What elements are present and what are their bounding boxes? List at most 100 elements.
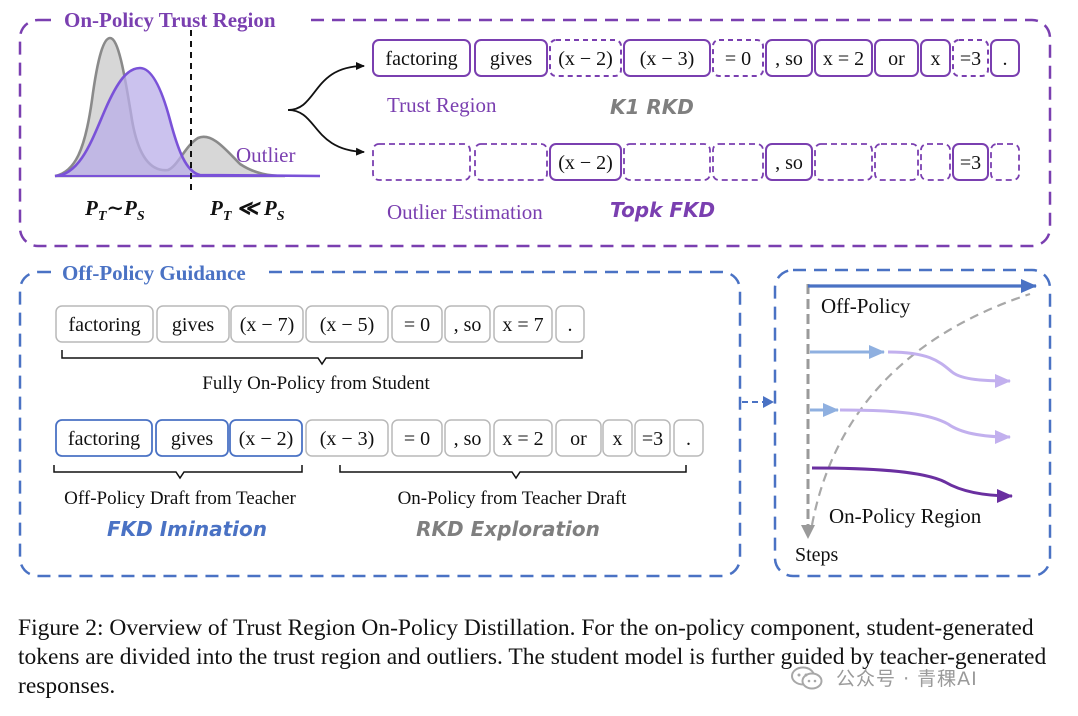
k1-rkd-label: K1 RKD	[610, 95, 694, 119]
token-box	[623, 39, 711, 77]
token-text: , so	[454, 314, 482, 336]
top-panel-frame	[18, 18, 1052, 248]
token-box	[55, 419, 153, 457]
student-brace	[61, 350, 583, 366]
token-text: (x − 2)	[239, 428, 294, 450]
token-box	[920, 39, 951, 77]
trust-region-label: Trust Region	[387, 93, 497, 117]
token-box	[814, 39, 873, 77]
token-box	[156, 305, 230, 343]
token-box	[391, 419, 443, 457]
token-box	[372, 39, 471, 77]
trajectory-3-onpolicy	[811, 466, 1013, 503]
token-box	[230, 305, 304, 343]
token-box	[444, 305, 491, 343]
token-text: factoring	[68, 428, 140, 450]
pt-ll-ps-label: PT ≪ PS	[209, 196, 285, 224]
token-box	[673, 419, 704, 457]
token-box	[444, 419, 491, 457]
token-text: x = 2	[502, 428, 543, 450]
left-panel-frame	[18, 270, 742, 578]
token-text: x = 2	[823, 48, 864, 70]
token-box	[229, 419, 303, 457]
token-box	[474, 39, 548, 77]
wechat-icon	[791, 666, 823, 689]
right-panel-frame	[773, 268, 1052, 578]
token-box	[634, 419, 671, 457]
token-text: gives	[172, 314, 214, 336]
token-box	[555, 305, 585, 343]
teacher-draft-brace	[53, 465, 303, 480]
token-text: x	[613, 428, 623, 450]
top-panel-title: On-Policy Trust Region	[64, 8, 276, 32]
student-distribution-line	[54, 66, 321, 178]
branch-arrows	[287, 62, 365, 156]
token-box	[305, 305, 389, 343]
token-text: gives	[171, 428, 213, 450]
right-panel: Off-Policy On-Policy Region Steps	[773, 268, 1052, 578]
token-text: =3	[642, 428, 663, 450]
trajectory-1-onpolicy	[887, 350, 1011, 388]
outlier-token-row: (x − 2) , so =3	[372, 143, 1020, 181]
token-text: .	[686, 428, 691, 450]
token-text: (x − 3)	[640, 48, 695, 70]
teacher-onpolicy-brace	[339, 465, 687, 480]
token-box	[814, 143, 873, 181]
topk-fkd-label: Topk FKD	[610, 198, 715, 222]
token-box	[55, 305, 154, 343]
token-text: , so	[775, 152, 803, 174]
distribution-plot: Outlier PT∼PS PT ≪ PS	[54, 30, 321, 224]
token-box	[305, 419, 389, 457]
top-panel: On-Policy Trust Region Outlier PT∼PS PT …	[18, 6, 1052, 248]
token-box	[990, 39, 1020, 77]
token-box	[952, 143, 989, 181]
watermark: 公众号 · 青稞AI	[790, 664, 1060, 694]
token-box	[602, 419, 633, 457]
token-box	[874, 143, 919, 181]
token-text: , so	[775, 48, 803, 70]
left-panel-title: Off-Policy Guidance	[62, 261, 246, 285]
token-box	[549, 39, 622, 77]
left-panel: Off-Policy Guidance factoring gives (x − 7…	[18, 258, 742, 578]
token-box	[765, 39, 813, 77]
boundary-curve	[810, 292, 1031, 526]
token-box	[990, 143, 1020, 181]
token-text: (x − 7)	[240, 314, 295, 336]
off-policy-label: Off-Policy	[821, 294, 911, 318]
token-box	[155, 419, 229, 457]
token-text: =3	[960, 48, 981, 70]
token-text: or	[888, 48, 905, 70]
rkd-exploration-label: RKD Exploration	[416, 517, 600, 541]
token-text: (x − 3)	[320, 428, 375, 450]
student-distribution	[55, 68, 200, 176]
token-box	[920, 143, 951, 181]
token-box	[623, 143, 711, 181]
teacher-draft-label: Off-Policy Draft from Teacher	[64, 488, 296, 509]
trajectory-2-onpolicy	[839, 408, 1011, 444]
token-text: (x − 2)	[558, 152, 613, 174]
teacher-draft-token-row: factoring gives (x − 2) (x − 3) = 0 , so x = 2…	[55, 419, 704, 457]
token-box	[474, 143, 548, 181]
token-text: =3	[960, 152, 981, 174]
token-text: .	[568, 314, 573, 336]
token-box	[493, 419, 553, 457]
token-text: = 0	[404, 428, 430, 450]
token-text: = 0	[725, 48, 751, 70]
token-box	[372, 143, 471, 181]
token-box	[555, 419, 602, 457]
outlier-estimation-label: Outlier Estimation	[387, 200, 543, 224]
token-text: gives	[490, 48, 532, 70]
token-box	[712, 143, 764, 181]
token-text: , so	[454, 428, 482, 450]
token-text: factoring	[385, 48, 457, 70]
teacher-onpolicy-label: On-Policy from Teacher Draft	[398, 488, 628, 509]
token-box	[874, 39, 919, 77]
token-text: = 0	[404, 314, 430, 336]
outlier-label: Outlier	[236, 143, 295, 167]
fkd-imination-label: FKD Imination	[107, 517, 267, 541]
token-box	[493, 305, 553, 343]
token-text: .	[1003, 48, 1008, 70]
on-policy-region-label: On-Policy Region	[829, 504, 982, 528]
